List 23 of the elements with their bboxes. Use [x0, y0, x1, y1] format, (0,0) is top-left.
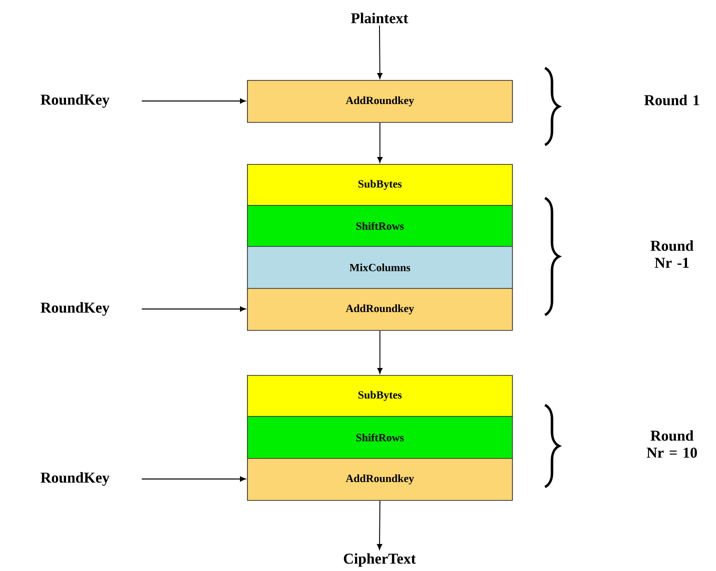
process-box: ShiftRows: [247, 416, 513, 459]
arrow: [376, 500, 382, 550]
arrow: [141, 476, 246, 482]
arrow: [141, 306, 246, 312]
process-box: AddRoundkey: [247, 458, 513, 501]
text-label: Plaintext: [351, 12, 408, 24]
arrow: [377, 25, 382, 79]
arrow: [141, 98, 246, 104]
round-label: Round Nr -1: [650, 240, 694, 268]
text-label: RoundKey: [40, 302, 110, 316]
text-label: RoundKey: [40, 94, 110, 108]
arrow: [377, 330, 382, 374]
process-box: ShiftRows: [247, 205, 513, 247]
process-box: AddRoundkey: [247, 80, 513, 123]
text-label: CipherText: [344, 553, 416, 567]
round-label: Round 1: [644, 94, 700, 106]
process-box: AddRoundkey: [247, 288, 513, 331]
arrow: [377, 122, 382, 163]
text-label: RoundKey: [40, 472, 110, 486]
round-label: Round Nr = 10: [646, 430, 697, 458]
process-box: SubBytes: [247, 375, 513, 417]
process-box: MixColumns: [247, 246, 513, 289]
process-box: SubBytes: [247, 164, 513, 206]
